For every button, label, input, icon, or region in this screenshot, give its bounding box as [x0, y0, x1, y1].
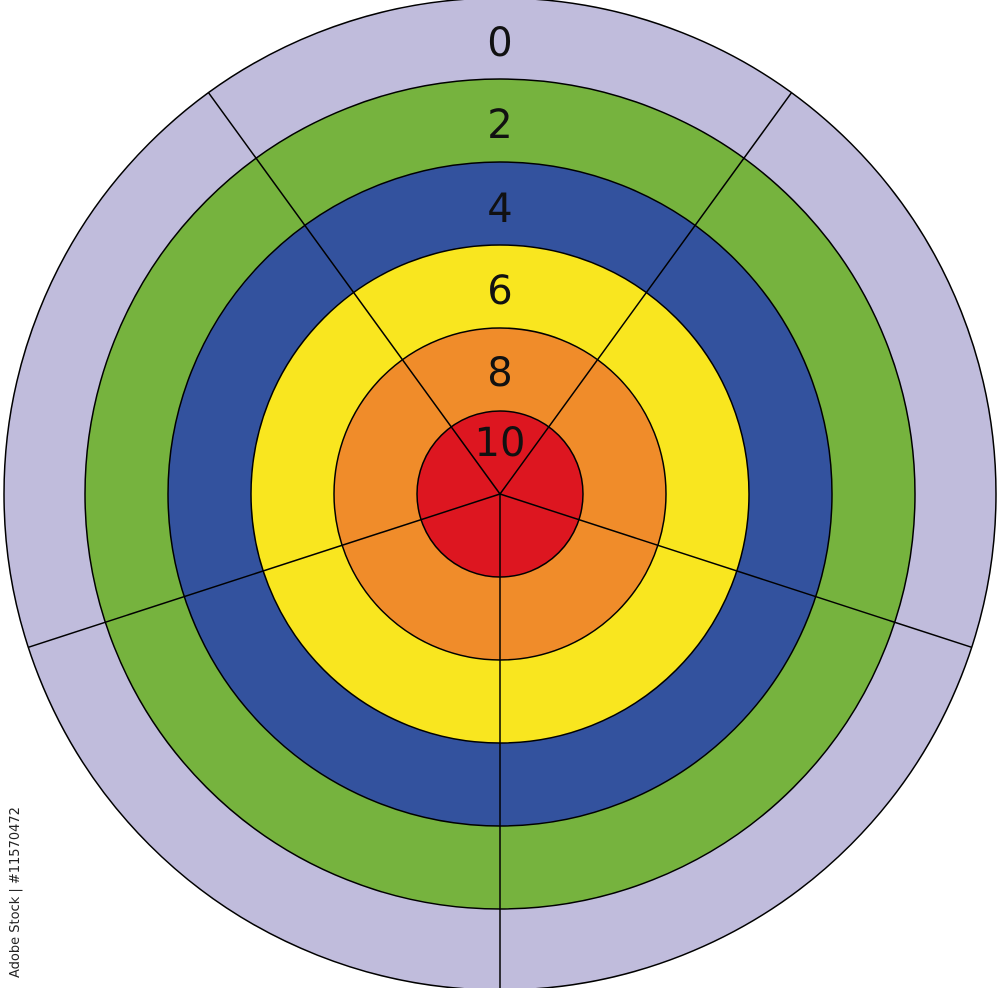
sector-divider-line	[499, 92, 793, 495]
stock-watermark: Adobe Stock | #11570472	[6, 768, 26, 978]
sector-divider-line	[28, 493, 501, 649]
ring-label-4: 4	[487, 186, 512, 232]
sector-divider-line	[499, 493, 972, 649]
ring-label-10: 10	[475, 420, 526, 466]
sector-dividers	[28, 92, 972, 988]
ring-label-8: 8	[487, 350, 512, 396]
sector-divider-line	[207, 92, 501, 495]
ring-labels: 0 2 4 6 8 10	[475, 20, 526, 466]
ring-label-0: 0	[487, 20, 512, 66]
watermark-text: Adobe Stock | #11570472	[8, 807, 23, 978]
ring-label-2: 2	[487, 102, 512, 148]
ring-label-6: 6	[487, 268, 512, 314]
